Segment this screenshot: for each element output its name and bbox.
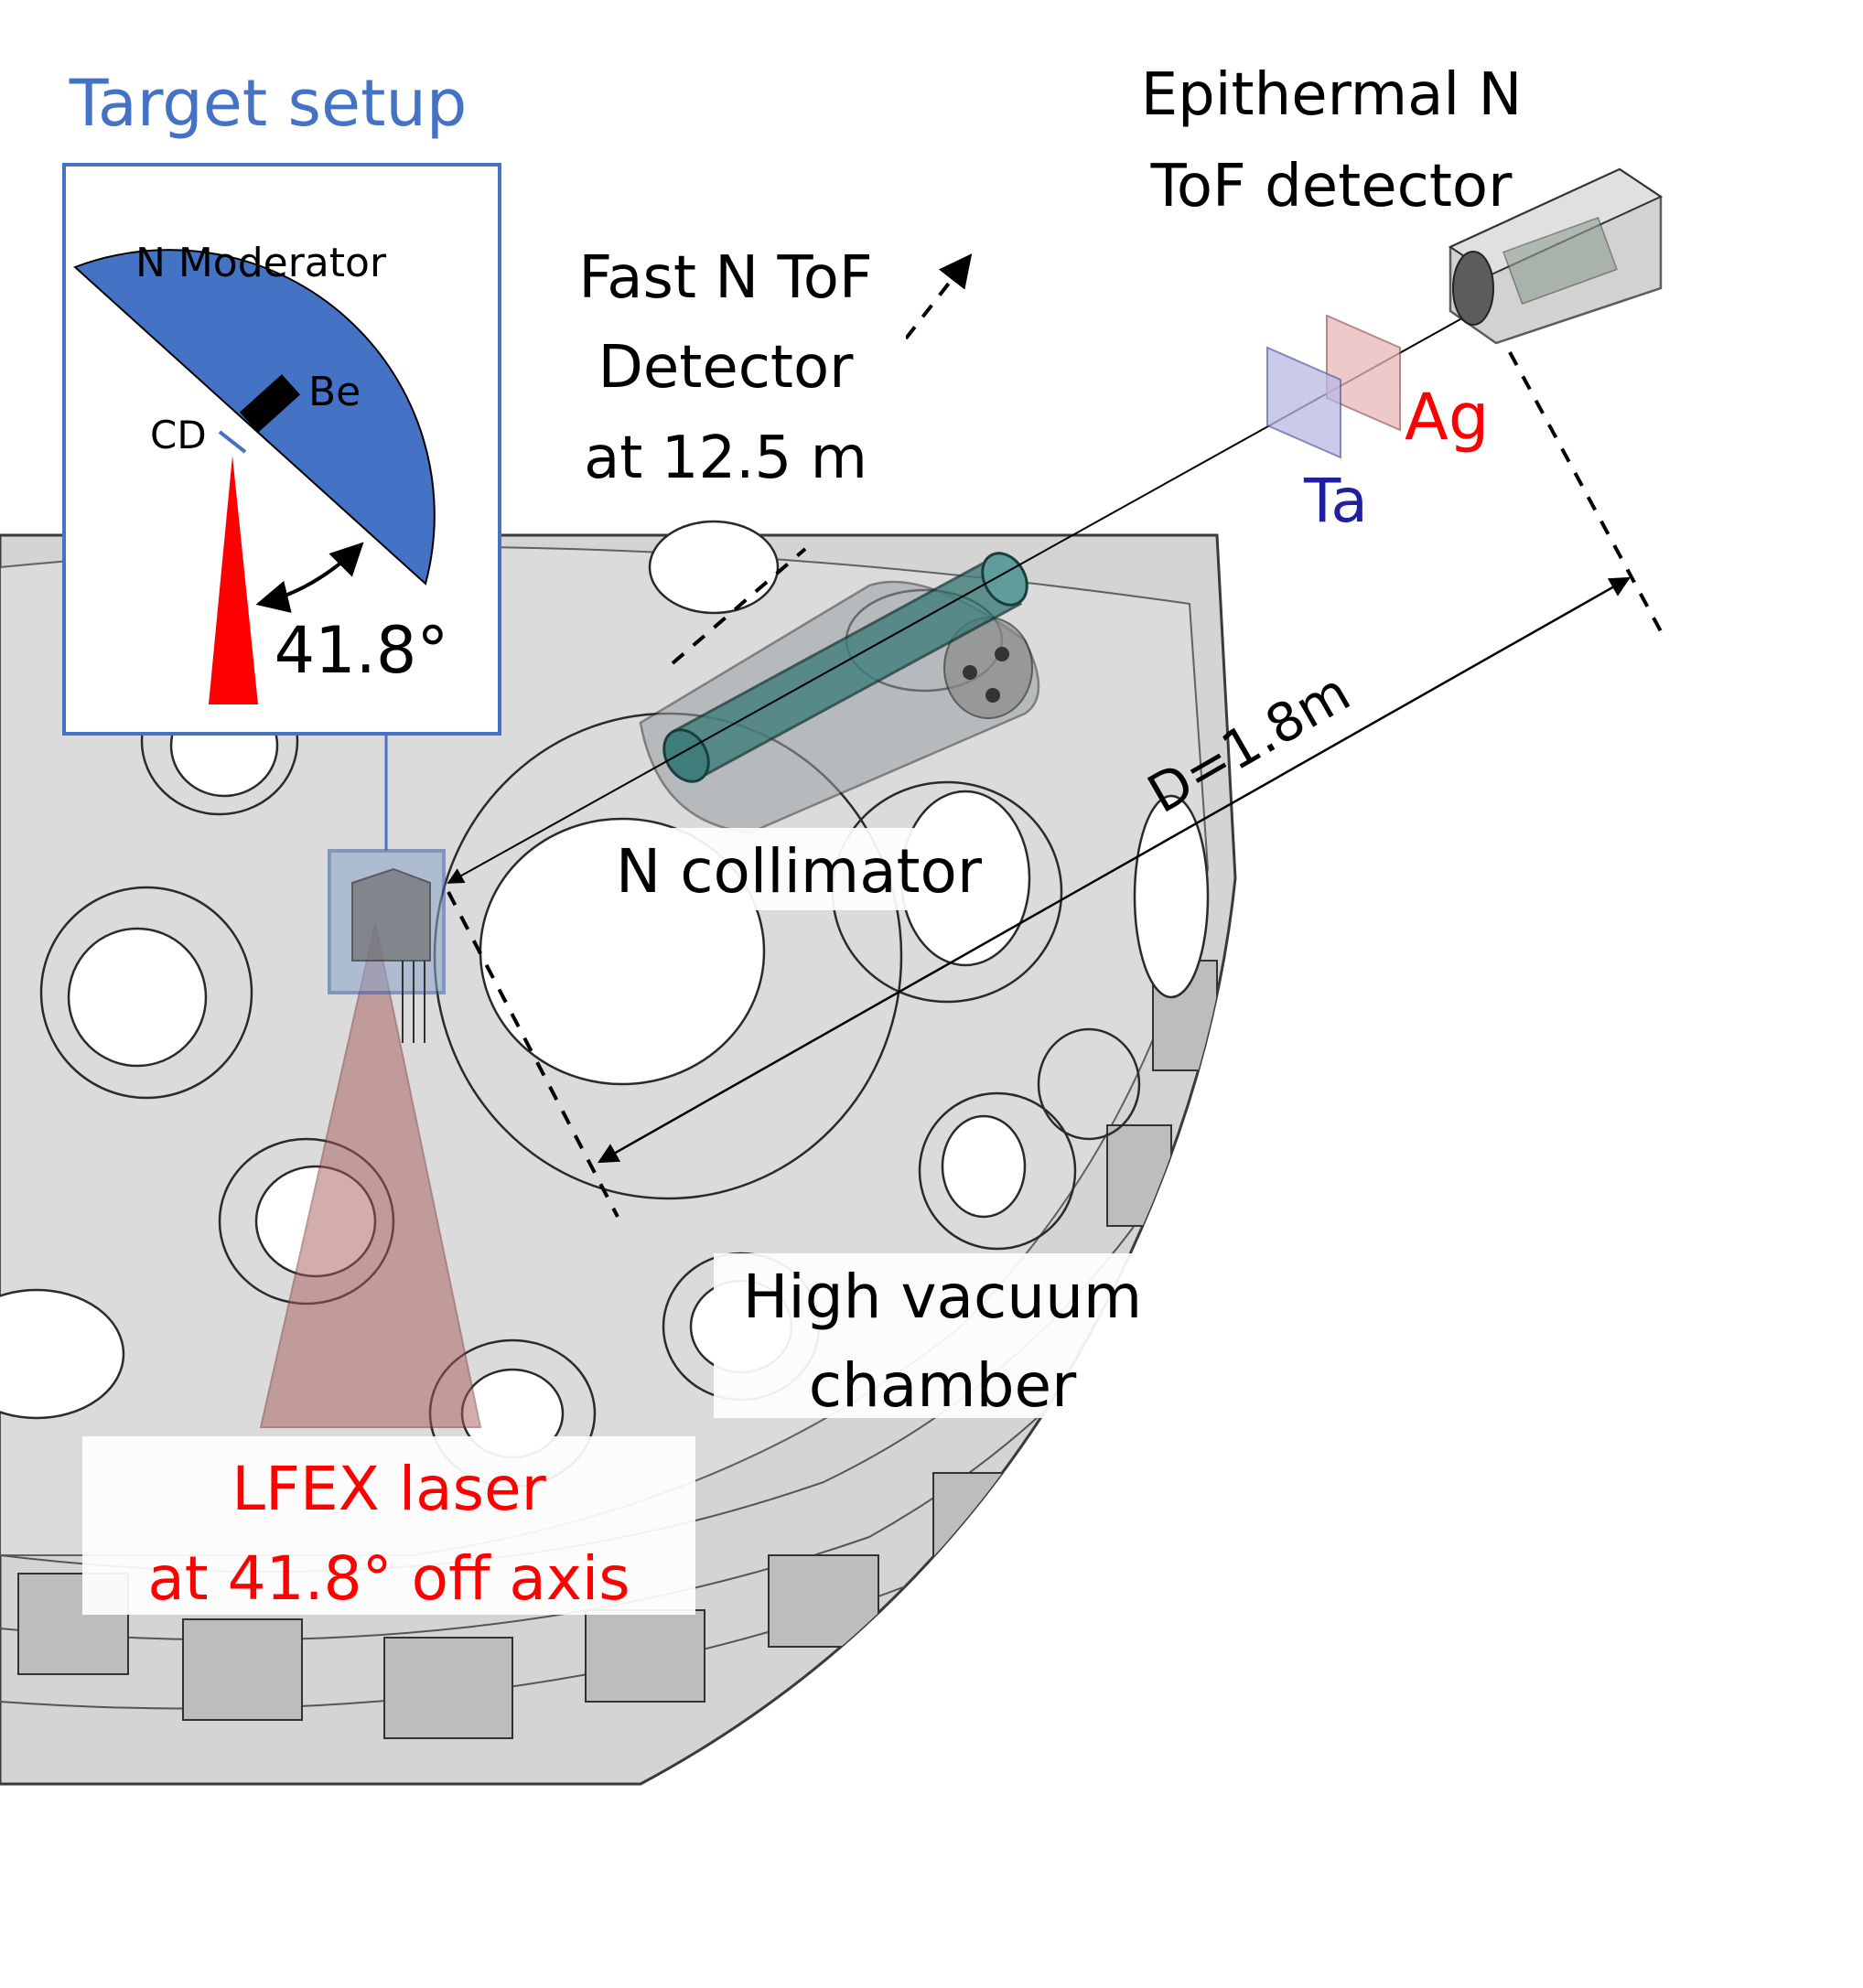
epithermal-label-line1: Epithermal N	[1141, 61, 1523, 129]
moderator-label: N Moderator	[135, 240, 387, 286]
fast-detector-label: Fast N ToF Detector at 12.5 m	[554, 240, 906, 492]
angle-arc	[255, 542, 364, 613]
filter-ag	[1326, 314, 1401, 432]
chamber-label-line1: High vacuum	[743, 1262, 1142, 1332]
port	[1133, 794, 1210, 999]
cd-label: CD	[150, 413, 207, 457]
fast-label-line3: at 12.5 m	[584, 424, 867, 492]
filter-ta	[1266, 346, 1341, 459]
fast-label-line1: Fast N ToF	[578, 244, 872, 312]
port	[0, 1288, 125, 1420]
inset-title: Target setup	[69, 66, 468, 141]
laser-cone	[259, 923, 482, 1428]
laser-label: LFEX laser at 41.8° off axis	[82, 1436, 695, 1615]
cd-target	[218, 430, 247, 454]
epithermal-detector	[1448, 167, 1664, 345]
ta-label: Ta	[1303, 466, 1368, 536]
ag-label: Ag	[1405, 380, 1489, 455]
angle-label: 41.8°	[275, 613, 449, 688]
target-setup-inset: Target setup N Moderator Be CD 41.8°	[16, 64, 515, 736]
laser-label-line2: at 41.8° off axis	[147, 1543, 630, 1614]
fast-label-line2: Detector	[598, 334, 855, 402]
epithermal-label-line2: ToF detector	[1150, 153, 1513, 220]
port	[648, 520, 780, 615]
laser-beam-inset	[209, 456, 258, 704]
collimator-label-text: N collimator	[616, 836, 983, 907]
chamber-label: High vacuum chamber	[714, 1253, 1171, 1421]
collimator-label: N collimator	[586, 828, 997, 910]
be-block	[239, 374, 301, 433]
port	[39, 886, 253, 1100]
chamber-label-line2: chamber	[809, 1350, 1077, 1421]
laser-label-line1: LFEX laser	[232, 1454, 546, 1524]
be-label: Be	[308, 369, 361, 415]
distance-arrow	[598, 576, 1631, 1164]
epithermal-detector-label: Epithermal N ToF detector	[1141, 61, 1523, 220]
